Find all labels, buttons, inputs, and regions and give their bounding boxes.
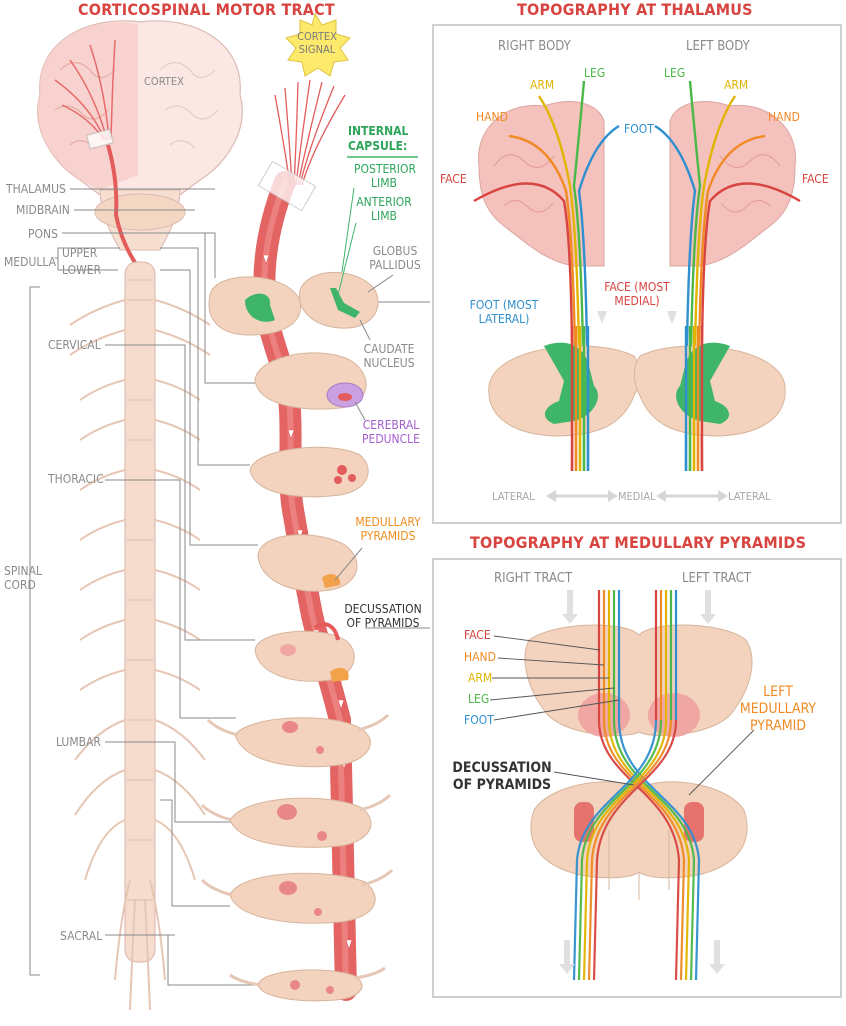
anterior-limb-label: ANTERIOR LIMB bbox=[356, 195, 412, 223]
right-tract-label: RIGHT TRACT bbox=[494, 571, 573, 586]
globus-pallidus-label: GLOBUS PALLIDUS bbox=[369, 244, 421, 272]
pyramids-panel: RIGHT TRACT LEFT TRACT FACE HAND ARM LEG… bbox=[432, 558, 842, 998]
level-thalamus: THALAMUS bbox=[6, 182, 66, 196]
pyramids-decussation-label: DECUSSATION OF PYRAMIDS bbox=[452, 760, 552, 793]
hand-label-right: HAND bbox=[476, 110, 508, 124]
level-cervical: CERVICAL bbox=[48, 338, 101, 352]
legend-face: FACE bbox=[464, 628, 491, 642]
left-body-label: LEFT BODY bbox=[686, 39, 750, 54]
face-label-left: FACE bbox=[802, 172, 829, 186]
cortex-signal-label: CORTEX SIGNAL bbox=[297, 30, 337, 56]
level-sacral: SACRAL bbox=[60, 929, 103, 943]
foot-label: FOOT bbox=[624, 122, 654, 136]
right-body-label: RIGHT BODY bbox=[498, 39, 571, 54]
posterior-limb-label: POSTERIOR LIMB bbox=[354, 162, 416, 190]
corticospinal-illustration bbox=[29, 12, 430, 1011]
internal-capsule-label: INTERNAL CAPSULE: bbox=[348, 124, 409, 153]
leg-label-right: LEG bbox=[584, 66, 606, 80]
face-most-medial-label: FACE (MOST MEDIAL) bbox=[604, 280, 670, 308]
cortex-signal-burst bbox=[285, 12, 351, 77]
legend-hand: HAND bbox=[464, 650, 496, 664]
cortex-label: CORTEX bbox=[144, 75, 184, 88]
leg-label-left: LEG bbox=[664, 66, 686, 80]
medullary-pyramids-label: MEDULLARY PYRAMIDS bbox=[355, 515, 421, 543]
pyramids-panel-title: TOPOGRAPHY AT MEDULLARY PYRAMIDS bbox=[470, 533, 807, 552]
legend-leg: LEG bbox=[468, 692, 490, 706]
pyramids-diagram bbox=[489, 590, 755, 981]
main-title: CORTICOSPINAL MOTOR TRACT bbox=[78, 0, 335, 19]
lateral-label-right: LATERAL bbox=[728, 490, 771, 503]
decussation-label: DECUSSATION OF PYRAMIDS bbox=[344, 602, 422, 630]
face-label-right: FACE bbox=[440, 172, 467, 186]
level-pons: PONS bbox=[28, 227, 58, 241]
thalamus-diagram bbox=[473, 80, 801, 502]
medial-label: MEDIAL bbox=[618, 490, 656, 503]
arm-label-left: ARM bbox=[724, 78, 749, 92]
caudate-nucleus-label: CAUDATE NUCLEUS bbox=[363, 342, 415, 370]
lateral-label-left: LATERAL bbox=[492, 490, 535, 503]
level-medulla: MEDULLA bbox=[4, 255, 57, 269]
hand-label-left: HAND bbox=[768, 110, 800, 124]
level-spinal-cord: SPINAL CORD bbox=[4, 564, 43, 592]
cerebral-peduncle-label: CEREBRAL PEDUNCLE bbox=[362, 418, 420, 446]
foot-most-lateral-label: FOOT (MOST LATERAL) bbox=[469, 298, 539, 326]
spinal-cord bbox=[69, 261, 211, 1011]
level-midbrain: MIDBRAIN bbox=[16, 203, 70, 217]
arm-label-right: ARM bbox=[530, 78, 555, 92]
legend-arm: ARM bbox=[468, 671, 493, 685]
level-upper: UPPER bbox=[62, 246, 98, 260]
left-medullary-pyramid-label: LEFT MEDULLARY PYRAMID bbox=[739, 684, 817, 734]
level-lower: LOWER bbox=[62, 263, 102, 277]
level-thoracic: THORACIC bbox=[48, 472, 104, 486]
left-tract-label: LEFT TRACT bbox=[682, 571, 752, 586]
thalamus-panel: RIGHT BODY LEFT BODY LEG LEG ARM ARM HAN… bbox=[432, 24, 842, 524]
legend-foot: FOOT bbox=[464, 713, 494, 727]
thalamus-panel-title: TOPOGRAPHY AT THALAMUS bbox=[517, 0, 753, 19]
level-lumbar: LUMBAR bbox=[56, 735, 101, 749]
